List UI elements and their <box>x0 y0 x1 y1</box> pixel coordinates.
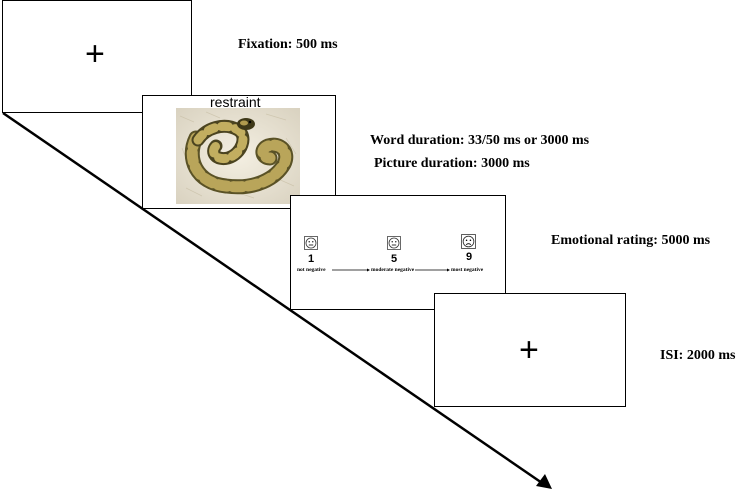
neutral-face-icon <box>304 236 318 250</box>
scale-number-5: 5 <box>390 253 398 265</box>
word-duration-label: Word duration: 33/50 ms or 3000 ms <box>370 133 590 148</box>
scale-text-most-negative: most negative <box>451 267 484 273</box>
snake-picture <box>176 108 300 204</box>
rating-label: Emotional rating: 5000 ms <box>551 233 711 248</box>
fixation-cross: + <box>85 35 105 73</box>
fixation-label: Fixation: 500 ms <box>238 37 338 52</box>
rating-frame: 1 5 9 not negative moderate negative mos… <box>290 195 506 310</box>
snake-image <box>176 108 300 204</box>
scale-text-moderate-negative: moderate negative <box>371 267 415 273</box>
fixation-frame: + <box>2 0 192 113</box>
neutral-face-icon <box>387 236 401 250</box>
sad-face-icon <box>461 234 476 249</box>
stimulus-word: restraint <box>210 94 261 110</box>
isi-label: ISI: 2000 ms <box>660 348 736 363</box>
scale-number-1: 1 <box>307 253 315 265</box>
scale-arrows <box>332 268 450 272</box>
scale-text-not-negative: not negative <box>297 267 326 273</box>
isi-cross: + <box>519 331 539 369</box>
isi-frame: + <box>434 293 626 407</box>
picture-duration-label: Picture duration: 3000 ms <box>374 156 530 171</box>
scale-number-9: 9 <box>465 251 473 263</box>
